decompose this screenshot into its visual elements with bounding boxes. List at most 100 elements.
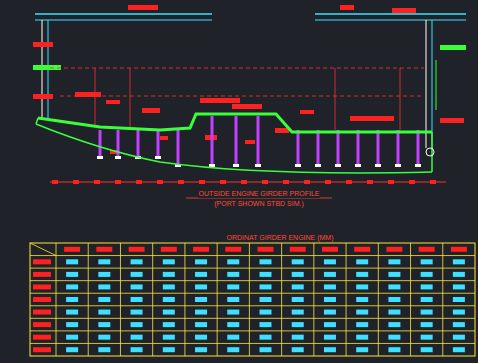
stiffener-foot (209, 164, 215, 167)
ordinate-table (30, 243, 475, 356)
drawing-caption: OUTSIDE ENGINE GIRDER PROFILE (198, 190, 321, 198)
ordinate-value (66, 284, 78, 289)
row-head (33, 272, 51, 277)
column-head (386, 247, 402, 252)
ordinate-value (453, 297, 465, 302)
stiffener (297, 130, 300, 166)
ordinate-value (421, 347, 433, 352)
ordinate-value (227, 322, 239, 327)
ordinate-value (98, 347, 110, 352)
table-rule (30, 343, 475, 344)
ordinate-tick (367, 180, 373, 184)
ordinate-value (292, 335, 304, 340)
ordinate-tick (52, 180, 58, 184)
ordinate-value (356, 347, 368, 352)
table-rule (30, 305, 475, 306)
ordinate-value (195, 310, 207, 315)
ordinate-tick (157, 180, 163, 184)
ordinate-value (421, 259, 433, 264)
ordinate-value (356, 322, 368, 327)
ordinate-value (163, 310, 175, 315)
stiffener (357, 130, 360, 166)
ordinate-value (131, 347, 143, 352)
ordinate-value (98, 284, 110, 289)
ordinate-value (421, 284, 433, 289)
ordinate-value (227, 259, 239, 264)
stiffener-foot (375, 164, 381, 167)
ordinate-value (227, 297, 239, 302)
ordinate-value (195, 284, 207, 289)
table-rule (120, 243, 121, 356)
ordinate-tick (283, 180, 289, 184)
ordinate-value (292, 272, 304, 277)
ordinate-value (195, 347, 207, 352)
table-rule (30, 293, 475, 294)
stiffener-foot (255, 164, 261, 167)
ordinate-value (131, 297, 143, 302)
table-rule (313, 243, 314, 356)
ordinate-value (227, 310, 239, 315)
table-rule (346, 243, 347, 356)
ordinate-value (227, 335, 239, 340)
ordinate-value (453, 259, 465, 264)
ordinate-tick (220, 180, 226, 184)
ordinate-value (324, 347, 336, 352)
table-title: ORDINAT GIRDER ENGINE (MM) (225, 234, 334, 242)
column-head (64, 247, 80, 252)
column-head (225, 247, 241, 252)
table-rule (249, 243, 250, 356)
stiffener (337, 130, 340, 166)
ordinate-value (195, 297, 207, 302)
ordinate-value (195, 272, 207, 277)
ordinate-value (453, 310, 465, 315)
stiffener (157, 130, 160, 158)
ordinate-value (421, 310, 433, 315)
ordinate-value (98, 310, 110, 315)
table-rule (442, 243, 443, 356)
column-head (193, 247, 209, 252)
ordinate-value (388, 347, 400, 352)
stiffener-foot (295, 164, 301, 167)
column-head (129, 247, 145, 252)
ordinate-value (131, 335, 143, 340)
ordinate-tick (388, 180, 394, 184)
row-head (33, 335, 51, 340)
ordinate-value (260, 272, 272, 277)
stiffener-foot (315, 164, 321, 167)
ordinate-value (388, 259, 400, 264)
stiffener-foot (115, 156, 121, 159)
ordinate-value (131, 284, 143, 289)
ordinate-tick (430, 180, 436, 184)
stiffener (257, 116, 260, 166)
ordinate-value (388, 310, 400, 315)
ordinate-value (356, 310, 368, 315)
ordinate-value (453, 335, 465, 340)
stiffener (397, 130, 400, 166)
column-head (354, 247, 370, 252)
ordinate-value (292, 284, 304, 289)
ordinate-value (388, 335, 400, 340)
column-head (419, 247, 435, 252)
ordinate-value (453, 322, 465, 327)
column-head (322, 247, 338, 252)
ordinate-tick (262, 180, 268, 184)
stiffener (99, 130, 102, 158)
stiffener (417, 130, 420, 166)
stiffener-foot (233, 164, 239, 167)
ordinate-value (98, 322, 110, 327)
ordinate-value (163, 335, 175, 340)
row-head (33, 259, 51, 264)
column-head (290, 247, 306, 252)
table-rule (378, 243, 379, 356)
column-head (161, 247, 177, 252)
stiffener-foot (395, 164, 401, 167)
ordinate-value (227, 272, 239, 277)
table-rule (281, 243, 282, 356)
ordinate-value (260, 297, 272, 302)
stiffener-foot (155, 156, 161, 159)
ordinate-value (260, 347, 272, 352)
table-rule (152, 243, 153, 356)
table-rule (30, 330, 475, 331)
table-rule (88, 243, 89, 356)
ordinate-value (421, 297, 433, 302)
